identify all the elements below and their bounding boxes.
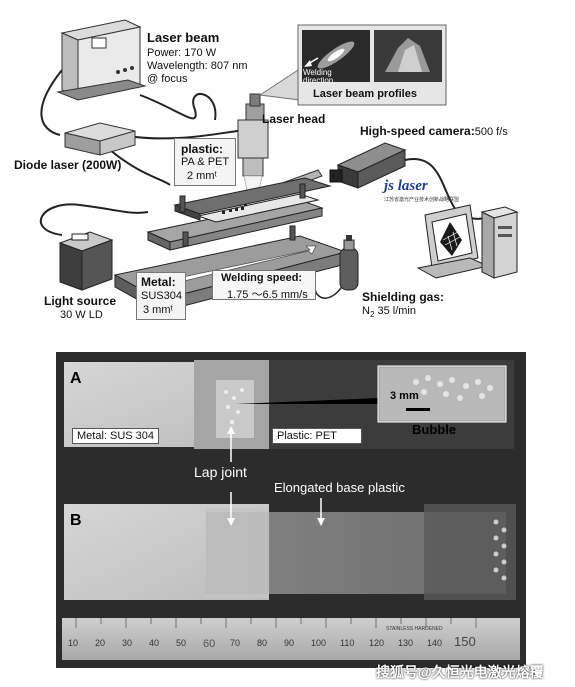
gas-value-suffix: 35 l/min bbox=[374, 305, 416, 317]
plastic-material: PA & PET bbox=[181, 156, 230, 168]
welding-direction-label: Welding bbox=[303, 68, 332, 77]
ruler-number: 150 bbox=[454, 634, 476, 649]
ruler-number: 90 bbox=[284, 638, 295, 648]
scale-bar bbox=[406, 408, 430, 411]
metal-material: SUS304 bbox=[141, 290, 182, 302]
scale-bar-label: 3 mm bbox=[390, 390, 419, 402]
ruler-number: 110 bbox=[340, 638, 355, 648]
welding-direction-label-2: direction bbox=[303, 76, 334, 85]
ruler-number: 40 bbox=[149, 638, 160, 648]
plastic-spec-box: plastic: PA & PET 2 mmᵗ bbox=[174, 138, 236, 186]
camera-label: High-speed camera:500 f/s bbox=[360, 124, 508, 138]
camera-rate: 500 f/s bbox=[474, 126, 508, 138]
plastic-title: plastic: bbox=[181, 142, 224, 156]
diode-laser-label: Diode laser (200W) bbox=[14, 158, 122, 172]
laser-power: Power: 170 W bbox=[147, 47, 217, 59]
gas-value-sub: 2 bbox=[369, 310, 375, 320]
laser-beam-title: Laser beam bbox=[147, 30, 220, 45]
ruler-numbers: 10 20 30 40 50 60 70 80 90 100 110 120 1… bbox=[68, 634, 508, 652]
panel-b-label: B bbox=[70, 512, 82, 529]
ruler-number: 50 bbox=[176, 638, 187, 648]
cable bbox=[39, 203, 149, 236]
logo-name: js laser bbox=[384, 178, 428, 194]
light-source-unit bbox=[58, 231, 114, 291]
specimen-illustration bbox=[56, 352, 526, 668]
metal-thickness: 3 mmᵗ bbox=[143, 304, 173, 316]
gas-cylinder bbox=[339, 235, 359, 291]
watermark: 搜狐号@久恒光电激光熔覆 bbox=[376, 664, 544, 680]
shielding-gas-value: N2 35 l/min bbox=[362, 305, 416, 319]
ruler-number: 20 bbox=[95, 638, 106, 648]
laser-power-supply bbox=[56, 19, 147, 101]
plastic-pet-label: Plastic: PET bbox=[272, 428, 362, 444]
ruler-number: 140 bbox=[427, 638, 443, 648]
ruler-number: 30 bbox=[122, 638, 133, 648]
welding-speed-value: 1.75 ～6.5 mm/s bbox=[227, 289, 308, 301]
lap-joint-label: Lap joint bbox=[194, 464, 247, 480]
panel-a-label: A bbox=[70, 370, 82, 387]
gas-value-prefix: N bbox=[362, 305, 370, 317]
specimen-b-grip bbox=[424, 504, 516, 600]
beam-profile-panel bbox=[258, 24, 447, 106]
ruler-number: 10 bbox=[68, 638, 79, 648]
cable bbox=[109, 149, 171, 186]
light-source-detail: 30 W LD bbox=[60, 309, 103, 321]
ruler bbox=[62, 618, 520, 660]
cable bbox=[139, 93, 217, 121]
ruler-number: 120 bbox=[369, 638, 385, 648]
metal-title: Metal: bbox=[141, 275, 176, 289]
ruler-number: 130 bbox=[398, 638, 414, 648]
ruler-number: 60 bbox=[203, 638, 216, 650]
laser-wavelength: Wavelength: 807 nm bbox=[147, 60, 248, 72]
bubble-label: Bubble bbox=[412, 422, 457, 437]
ruler-number: 70 bbox=[230, 638, 241, 648]
cable bbox=[40, 69, 63, 136]
plastic-thickness: 2 mmᵗ bbox=[187, 170, 217, 182]
diode-laser-unit bbox=[64, 122, 136, 156]
high-speed-camera bbox=[329, 142, 407, 189]
setup-illustration bbox=[39, 19, 519, 313]
logo-subtitle: 江苏省激光产业技术创新战略联盟 bbox=[384, 197, 460, 203]
computer bbox=[416, 204, 519, 279]
beam-profiles-caption: Laser beam profiles bbox=[313, 88, 417, 100]
welding-speed-title: Welding speed: bbox=[221, 272, 303, 284]
welded-specimen-photo: A B Metal: SUS 304 Plastic: PET 3 mm Bub… bbox=[56, 352, 526, 668]
metal-spec-box: Metal: SUS304 3 mmᵗ bbox=[136, 272, 186, 320]
light-source-title: Light source bbox=[44, 294, 117, 308]
laser-focus: @ focus bbox=[147, 73, 188, 85]
ruler-brand-text: STAINLESS HARDENED bbox=[386, 626, 443, 632]
shielding-gas-title: Shielding gas: bbox=[362, 290, 445, 304]
laser-head-label: Laser head bbox=[262, 112, 326, 126]
setup-diagram: Laser beam Power: 170 W Wavelength: 807 … bbox=[14, 19, 519, 321]
specimen-b-overlap bbox=[206, 508, 269, 598]
ruler-number: 100 bbox=[311, 638, 327, 648]
camera-label-text: High-speed camera: bbox=[360, 124, 475, 138]
welding-speed-box: Welding speed: 1.75 ～6.5 mm/s bbox=[212, 270, 316, 301]
metal-sus304-label: Metal: SUS 304 bbox=[72, 428, 160, 444]
ruler-number: 80 bbox=[257, 638, 268, 648]
elongated-plastic-label: Elongated base plastic bbox=[274, 480, 405, 495]
